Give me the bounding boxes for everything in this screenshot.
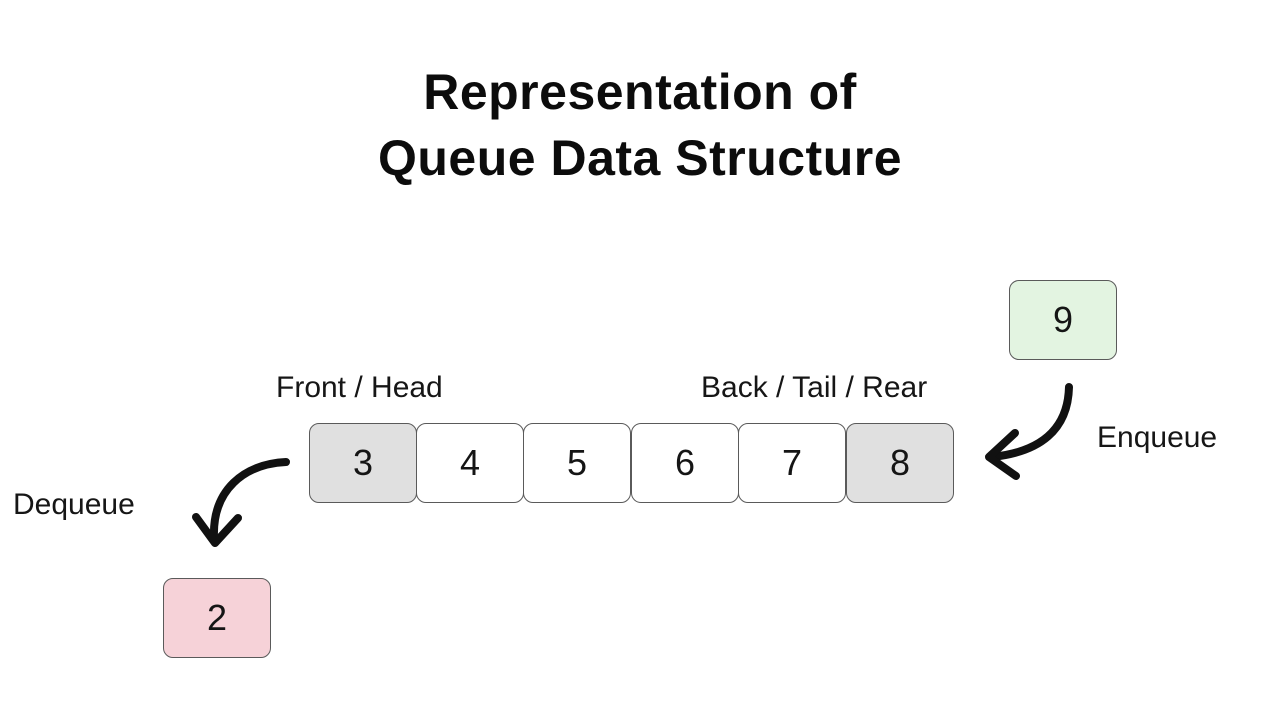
queue-cell-rear: 8: [846, 423, 954, 503]
dequeue-element: 2: [163, 578, 271, 658]
enqueue-arrow: [988, 383, 1073, 461]
queue-cell: 7: [738, 423, 846, 503]
enqueue-label: Enqueue: [1097, 421, 1218, 454]
enqueue-element: 9: [1009, 280, 1117, 360]
front-head-label: Front / Head: [276, 371, 443, 404]
title-line-1: Representation of: [423, 64, 857, 120]
dequeue-arrow: [209, 458, 290, 542]
dequeue-arrowhead-icon: [192, 513, 242, 547]
queue-cell: 4: [416, 423, 524, 503]
dequeue-label: Dequeue: [13, 488, 135, 521]
queue-cell-front: 3: [309, 423, 417, 503]
enqueue-arrowhead-icon: [985, 429, 1020, 480]
title-line-2: Queue Data Structure: [377, 130, 902, 186]
queue-cell: 5: [523, 423, 631, 503]
back-tail-rear-label: Back / Tail / Rear: [701, 371, 928, 404]
queue-cell: 6: [631, 423, 739, 503]
